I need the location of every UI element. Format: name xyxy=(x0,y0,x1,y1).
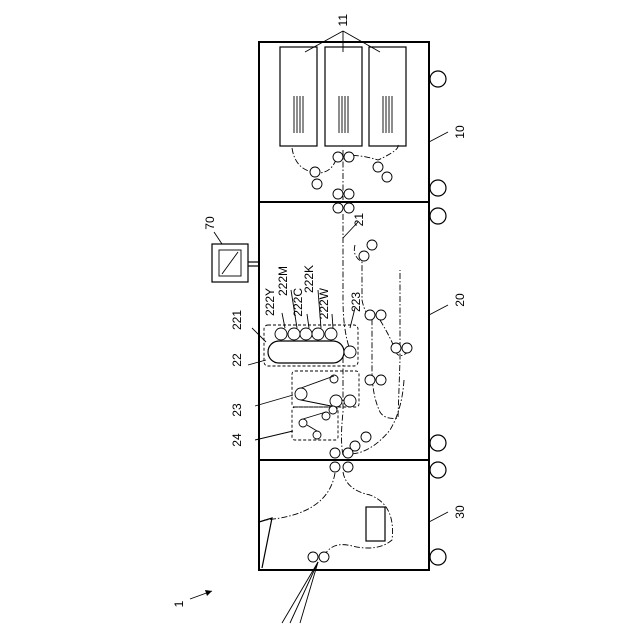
label-transport-path: 21 xyxy=(352,213,366,227)
fixing-rollers xyxy=(295,375,356,407)
label-cooling-section: 24 xyxy=(230,433,244,447)
label-control-panel: 70 xyxy=(203,216,217,230)
intermediate-transfer-belt xyxy=(268,341,344,363)
label-fixing-section: 23 xyxy=(230,403,244,417)
control-panel xyxy=(212,244,259,282)
leader-control-panel xyxy=(214,232,222,244)
output-rollers xyxy=(308,552,329,562)
developer-units xyxy=(275,328,337,340)
label-image-forming-unit: 20 xyxy=(453,293,467,307)
fixing-path xyxy=(342,357,344,455)
caster-wheels xyxy=(430,71,446,565)
duplex-return-path xyxy=(354,245,400,418)
label-image-section: 22 xyxy=(230,353,244,367)
leader-cooling-section xyxy=(255,431,293,440)
label-intermediate-belt: 223 xyxy=(349,292,363,312)
output-paper-path xyxy=(322,472,393,560)
label-developer-m: 222M xyxy=(276,266,290,296)
upper-transfer-rollers xyxy=(333,203,354,213)
label-feeder-unit: 10 xyxy=(453,125,467,139)
label-cassettes: 11 xyxy=(336,14,350,27)
label-transfer-device: 221 xyxy=(230,310,244,330)
output-processing-unit xyxy=(366,507,385,541)
image-unit-rollers xyxy=(350,240,412,451)
feeder-unit-frame xyxy=(259,42,429,202)
label-developer-y: 222Y xyxy=(263,288,277,316)
leader-feeder-unit xyxy=(429,132,448,142)
leader-output-unit xyxy=(429,512,448,522)
output-leader-lines xyxy=(282,562,318,623)
lower-transport-path xyxy=(352,380,404,454)
output-tray-path xyxy=(264,473,335,520)
paper-cassettes xyxy=(280,47,406,146)
leader-image-section xyxy=(248,360,266,365)
leader-image-forming-unit xyxy=(429,305,448,315)
label-developer-k: 222K xyxy=(302,265,316,293)
cooling-rollers xyxy=(299,406,337,439)
apparatus-arrow xyxy=(190,590,212,599)
output-tray xyxy=(259,518,272,568)
label-apparatus: 1 xyxy=(172,600,186,607)
label-output-unit: 30 xyxy=(453,505,467,519)
secondary-transfer-roller xyxy=(344,346,356,358)
leader-fixing-section xyxy=(255,395,293,406)
